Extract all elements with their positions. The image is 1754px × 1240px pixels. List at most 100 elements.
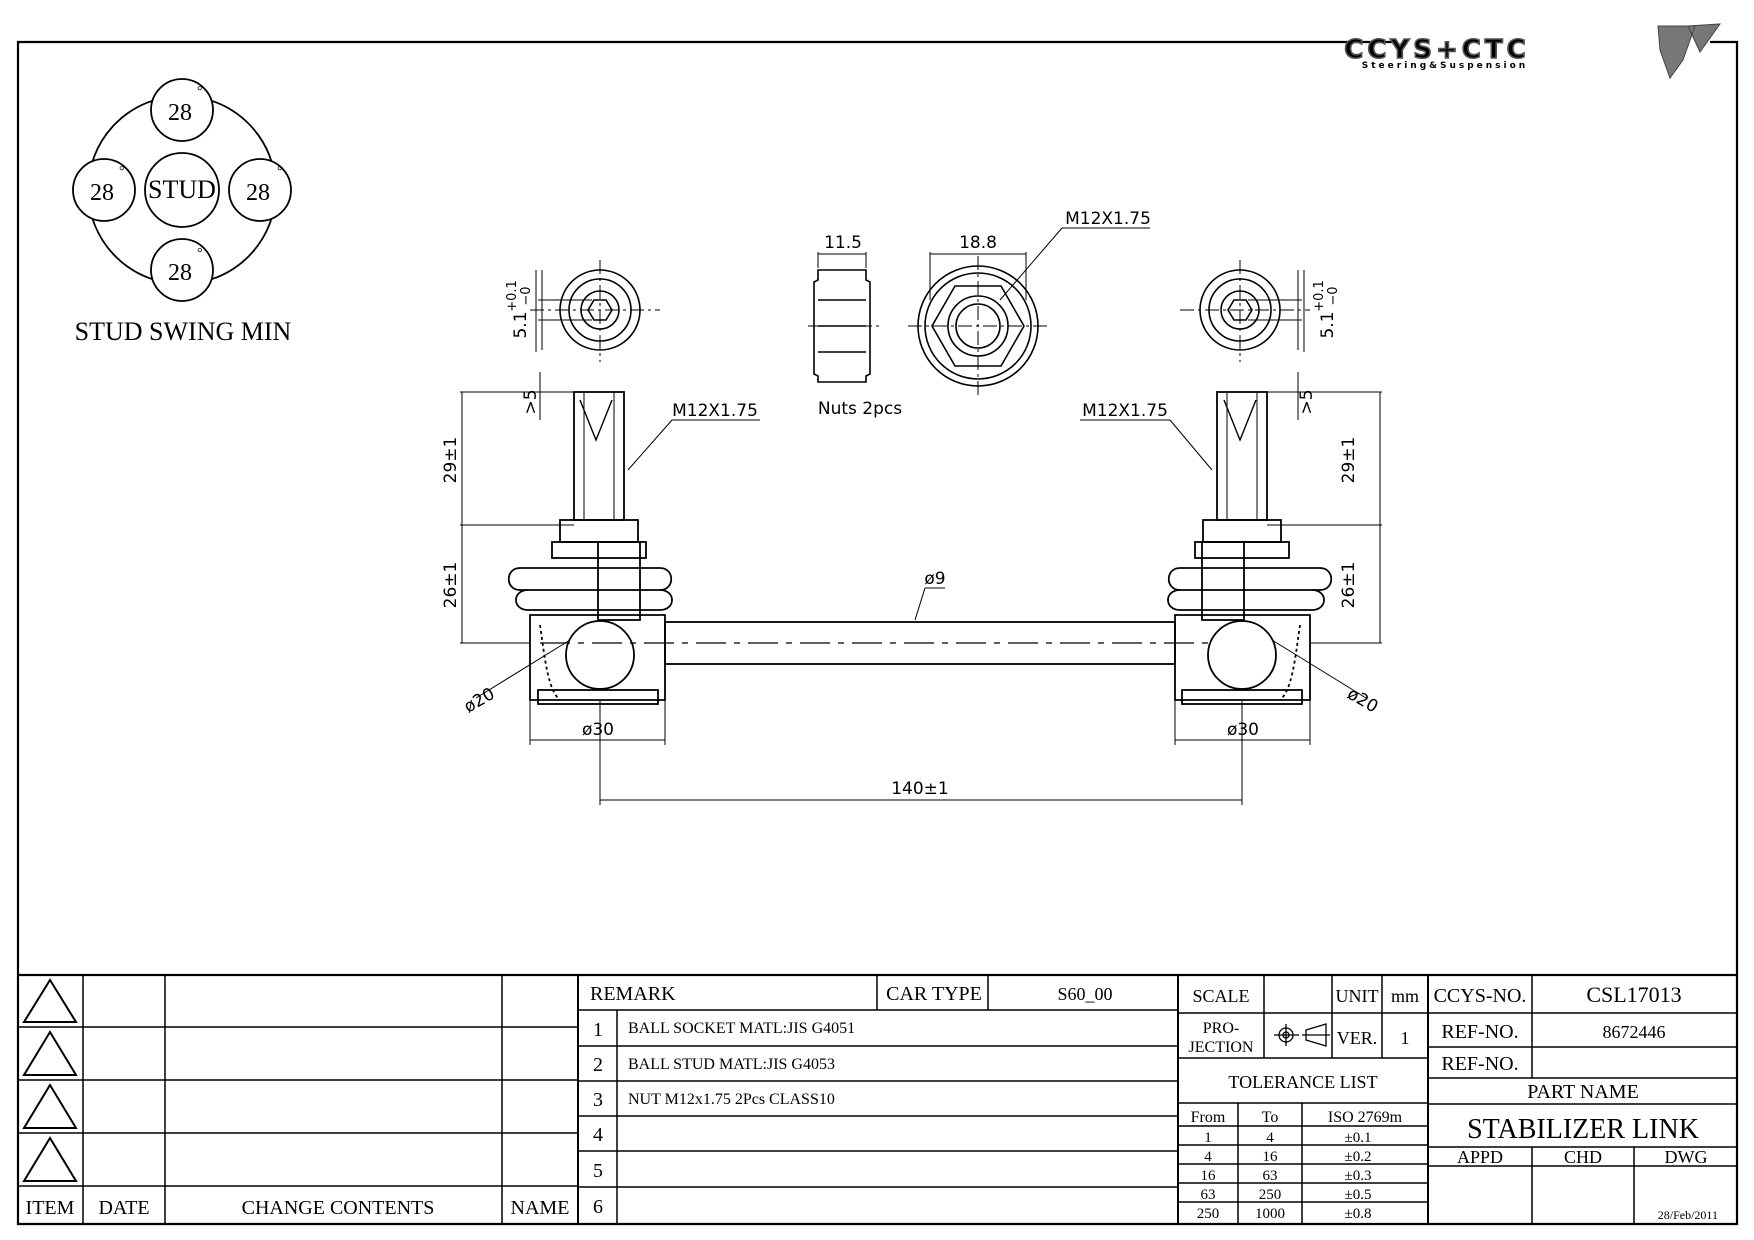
appd-label: APPD [1457, 1147, 1503, 1167]
revision-triangle [22, 1083, 78, 1129]
revision-header-date: DATE [98, 1197, 149, 1219]
revision-triangle [22, 978, 78, 1023]
remark-item-no: 1 [593, 1019, 603, 1041]
tolerance-to: 1000 [1255, 1206, 1285, 1222]
tolerance-to: 16 [1263, 1149, 1279, 1165]
remark-item-no: 5 [593, 1160, 603, 1182]
stud-end-view-left [530, 260, 660, 362]
tolerance-from: 4 [1204, 1149, 1212, 1165]
swing-caption: STUD SWING MIN [75, 317, 292, 346]
dim-ball-left: ø20 [461, 684, 499, 717]
tolerance-to: 63 [1263, 1168, 1278, 1184]
dim-housing-right: ø30 [1227, 720, 1259, 740]
tolerance-header: To [1262, 1109, 1279, 1126]
tolerance-value: ±0.1 [1345, 1130, 1372, 1146]
chd-label: CHD [1564, 1147, 1602, 1167]
degree-mark: ° [119, 164, 125, 179]
tolerance-header: ISO 2769m [1328, 1109, 1403, 1126]
dim-thread-length-left: 29±1 [441, 437, 461, 484]
dim-stud-min-right: >5 [1297, 389, 1317, 414]
swing-angle-right: 28 [246, 180, 270, 206]
ver-value: 1 [1401, 1028, 1410, 1048]
dim-nut-width: 18.8 [959, 233, 997, 253]
part-name: STABILIZER LINK [1467, 1114, 1699, 1145]
revision-header-name: NAME [511, 1197, 570, 1219]
degree-mark: ° [197, 246, 203, 261]
projection-label: JECTION [1189, 1039, 1254, 1056]
swing-center-label: STUD [148, 175, 216, 204]
dim-center-distance: 140±1 [891, 779, 949, 799]
nut-front-view [908, 256, 1048, 396]
title-block-grid [18, 973, 1737, 1224]
swing-angle-top: 28 [168, 100, 192, 126]
remark-item-no: 2 [593, 1054, 603, 1076]
tolerance-from: 16 [1201, 1168, 1217, 1184]
revision-header-item: ITEM [26, 1197, 75, 1219]
tolerance-value: ±0.8 [1345, 1206, 1372, 1222]
logo-mark [1657, 23, 1722, 80]
ccys-no-value: CSL17013 [1586, 982, 1681, 1007]
dim-hex-tol-plus-right: +0.1 [1312, 280, 1327, 312]
dim-housing-left: ø30 [582, 720, 614, 740]
dim-body-height-left: 26±1 [441, 562, 461, 609]
remark-label: REMARK [590, 983, 676, 1005]
tolerance-from: 250 [1197, 1206, 1220, 1222]
remark-item-no: 4 [593, 1124, 603, 1146]
projection-label: PRO- [1203, 1020, 1239, 1037]
tolerance-header: From [1191, 1109, 1226, 1126]
drawing-date: 28/Feb/2011 [1658, 1208, 1718, 1222]
dim-hex-tol-plus-left: +0.1 [505, 280, 520, 312]
dim-hex-offset-right: 5.1 [1318, 311, 1338, 338]
tolerance-value: ±0.3 [1345, 1168, 1372, 1184]
unit-value: mm [1391, 986, 1419, 1006]
tolerance-from: 1 [1204, 1130, 1212, 1146]
revision-triangle [22, 1030, 78, 1076]
ref-no-label: REF-NO. [1441, 1053, 1518, 1075]
ver-label: VER. [1337, 1028, 1378, 1048]
tolerance-value: ±0.2 [1345, 1149, 1372, 1165]
ccys-no-label: CCYS-NO. [1434, 985, 1527, 1007]
company-logo: CCYS+CTC Steering&Suspension [1343, 23, 1722, 80]
revision-header-change: CHANGE CONTENTS [242, 1197, 435, 1219]
scale-label: SCALE [1192, 986, 1249, 1006]
dim-nut-thread: M12X1.75 [1065, 209, 1151, 229]
ref-no-value: 8672446 [1603, 1022, 1666, 1042]
stabilizer-link-assembly [507, 391, 1333, 705]
dim-nut-thickness: 11.5 [824, 233, 862, 253]
revision-triangle [22, 1136, 78, 1182]
remark-item-no: 3 [593, 1089, 603, 1111]
car-type-label: CAR TYPE [886, 983, 982, 1005]
dimension-lines [460, 227, 1382, 805]
revision-triangles [22, 978, 78, 1182]
degree-mark: ° [277, 164, 283, 179]
remark-item-no: 6 [593, 1196, 603, 1218]
stud-swing-diagram [72, 78, 292, 302]
degree-mark: ° [197, 84, 203, 99]
dim-stud-min-left: >5 [521, 389, 541, 414]
logo-tagline: Steering&Suspension [1362, 61, 1528, 71]
tolerance-value: ±0.5 [1345, 1187, 1372, 1203]
nut-side-view [808, 269, 880, 383]
swing-angle-bottom: 28 [168, 260, 192, 286]
remark-item-text: BALL SOCKET MATL:JIS G4051 [628, 1020, 855, 1037]
dim-stud-thread-right: M12X1.75 [1082, 401, 1168, 421]
dim-thread-length-right: 29±1 [1339, 437, 1359, 484]
dwg-label: DWG [1665, 1147, 1708, 1167]
dim-ball-right: ø20 [1344, 684, 1382, 717]
car-type-value: S60_00 [1057, 984, 1112, 1004]
projection-symbol-icon [1274, 1023, 1330, 1047]
swing-angle-left: 28 [90, 180, 114, 206]
dim-nuts-note: Nuts 2pcs [818, 399, 902, 419]
dim-stud-thread-left: M12X1.75 [672, 401, 758, 421]
tolerance-title: TOLERANCE LIST [1228, 1072, 1377, 1092]
dim-bar-diameter: ø9 [924, 569, 945, 589]
logo-brand: CCYS+CTC [1344, 35, 1529, 65]
dim-body-height-right: 26±1 [1339, 562, 1359, 609]
remark-item-text: BALL STUD MATL:JIS G4053 [628, 1056, 835, 1073]
remark-item-text: NUT M12x1.75 2Pcs CLASS10 [628, 1091, 835, 1108]
unit-label: UNIT [1336, 986, 1379, 1006]
dim-hex-offset-left: 5.1 [511, 311, 531, 338]
dim-hex-tol-minus-right: −0 [1326, 286, 1341, 305]
stud-end-view-right [1180, 260, 1310, 362]
tolerance-to: 4 [1266, 1130, 1274, 1146]
